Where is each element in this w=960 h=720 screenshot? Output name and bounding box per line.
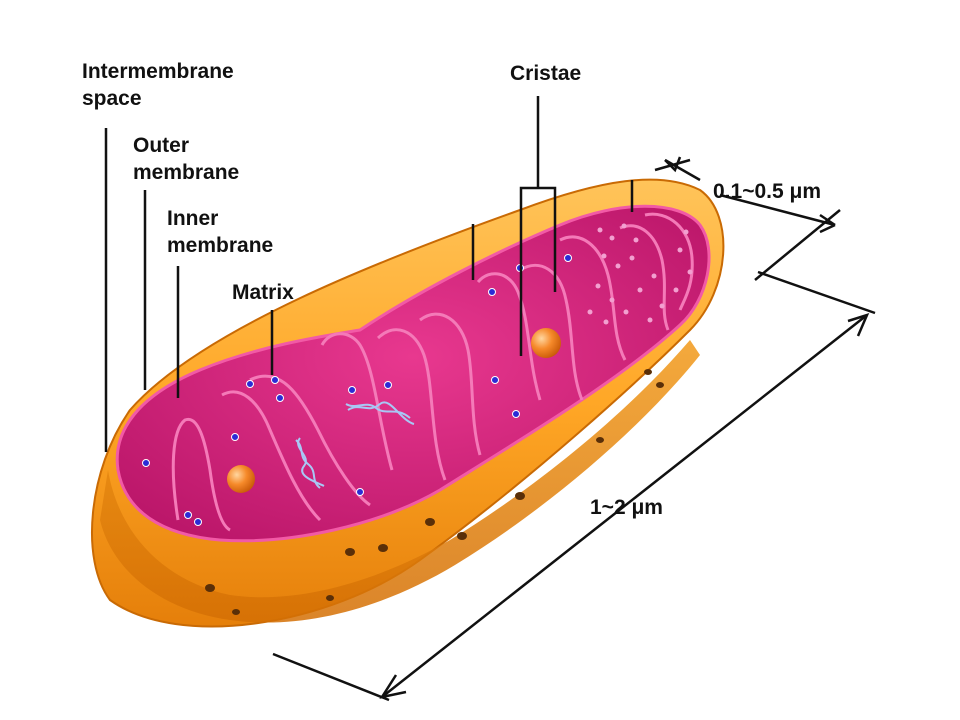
label-outer-line2: membrane xyxy=(133,161,240,184)
label-outer-membrane: Outer membrane xyxy=(133,132,239,186)
leader-lines xyxy=(104,96,634,452)
label-intermembrane-line2: space xyxy=(82,87,142,110)
label-cristae: Cristae xyxy=(510,62,582,85)
dna-strands xyxy=(295,401,415,489)
label-inner-line1: Inner xyxy=(167,207,219,230)
matrix-particles xyxy=(142,254,572,526)
label-inner-line2: membrane xyxy=(167,234,274,257)
outer-membrane-pores xyxy=(205,369,664,615)
granule-right xyxy=(531,328,561,358)
inner-membrane-shape xyxy=(115,204,711,543)
cristae-folds xyxy=(171,212,694,532)
dimension-lines xyxy=(272,156,876,702)
label-outer-line1: Outer xyxy=(133,134,190,157)
ribosome-granules xyxy=(587,223,693,325)
outer-membrane-wall xyxy=(100,340,700,623)
label-intermembrane-space: Intermembrane space xyxy=(82,58,234,112)
label-width-dimension: 0.1~0.5 μm xyxy=(713,180,822,203)
label-length-dimension: 1~2 μm xyxy=(590,496,663,519)
label-inner-membrane: Inner membrane xyxy=(167,205,273,259)
label-matrix: Matrix xyxy=(232,281,294,304)
granule-left xyxy=(227,465,255,493)
label-intermembrane-line1: Intermembrane xyxy=(82,60,234,83)
